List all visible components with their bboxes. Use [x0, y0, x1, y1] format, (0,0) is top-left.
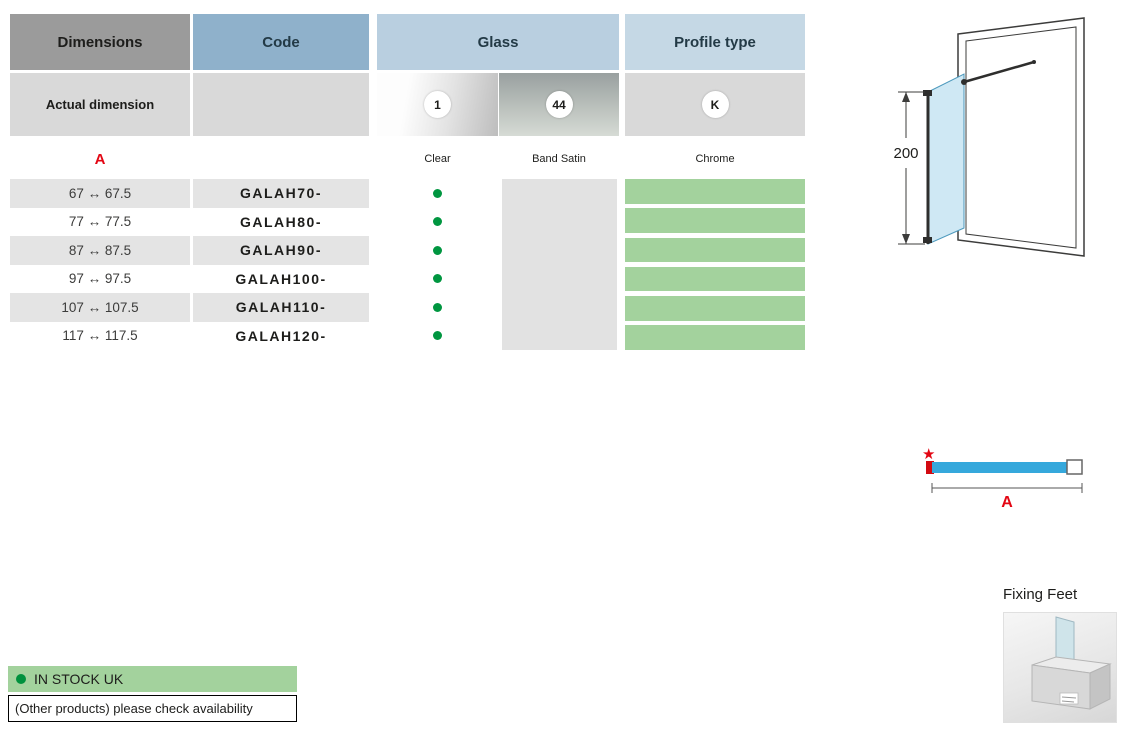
sticker-line: [1061, 696, 1077, 699]
band-satin-availability-block: [502, 179, 617, 350]
availability-dot-row: [377, 293, 498, 322]
green-dot-icon: [433, 245, 442, 255]
header-dimensions: Dimensions: [10, 14, 190, 70]
width-dimension-label: A: [1001, 494, 1013, 511]
profile-option-k-badge: K: [701, 91, 729, 118]
wall-outline-inner: [965, 26, 1077, 249]
profile-chrome-label: Chrome: [695, 153, 735, 165]
green-dot-icon: [433, 217, 442, 227]
stock-bar: [625, 266, 805, 292]
in-stock-label: IN STOCK UK: [34, 671, 124, 687]
bottom-bracket: [923, 237, 932, 243]
header-profile-type: Profile type: [625, 14, 805, 70]
dimension-cell: 67 ↔ 67.5: [10, 179, 190, 208]
arrowhead-up-icon: [902, 92, 910, 102]
dimension-cell: 107 ↔ 107.5: [10, 293, 190, 322]
green-dot-icon: [433, 274, 442, 284]
support-bar-joint: [961, 79, 967, 85]
code-cell: GALAH70-: [193, 179, 369, 208]
in-stock-banner: IN STOCK UK: [8, 666, 297, 692]
dimension-a-label: A: [94, 150, 106, 168]
code-cell: GALAH80-: [239, 213, 322, 230]
end-profile-marker: [1066, 459, 1083, 475]
glass-top-view-bar: [932, 462, 1067, 473]
stock-bar: [625, 325, 805, 350]
foot-label-sticker: [1059, 692, 1079, 705]
header-code: Code: [193, 14, 369, 70]
height-dimension-label: 200: [893, 145, 918, 162]
dimension-cell: 87 ↔ 87.5: [10, 236, 190, 265]
code-cell: GALAH100-: [235, 270, 327, 287]
availability-dot-row: [377, 265, 498, 294]
support-bar-wall-joint: [1032, 60, 1036, 64]
code-cell: GALAH110-: [193, 293, 369, 322]
dimensions-column: 67 ↔ 67.5 77 ↔ 77.5 87 ↔ 87.5 97 ↔ 97.5 …: [10, 179, 190, 350]
green-dot-icon: [433, 302, 442, 312]
stock-bar: [625, 179, 805, 204]
availability-dot-row: [377, 208, 498, 237]
availability-dot-row: [377, 179, 498, 208]
support-bar: [963, 60, 1035, 84]
availability-dot-row: [377, 236, 498, 265]
dimension-cell: 117 ↔ 117.5: [62, 328, 138, 344]
availability-dot-row: [377, 322, 498, 351]
stock-bar: [625, 208, 805, 233]
glass-swatch-clear: 1: [377, 73, 498, 136]
shower-panel-drawing-svg: 200: [893, 17, 1085, 257]
glass-option-44-badge: 44: [545, 91, 573, 118]
top-bracket: [923, 90, 932, 96]
code-cell: GALAH90-: [193, 236, 369, 265]
code-cell: GALAH120-: [235, 327, 327, 344]
width-diagram: ★ A: [912, 443, 1092, 513]
green-dot-icon: [16, 674, 26, 684]
availability-note-text: (Other products) please check availabili…: [15, 701, 253, 716]
profile-swatch-chrome: K: [625, 73, 805, 136]
width-diagram-svg: ★ A: [922, 446, 1083, 511]
chrome-availability-column: [625, 179, 805, 350]
glass-option-1-badge: 1: [424, 91, 451, 118]
stock-bar: [625, 296, 805, 321]
clear-availability-column: [377, 179, 498, 350]
stock-bar: [625, 237, 805, 263]
wall-profile-marker: [926, 461, 934, 474]
glass-swatch-band-satin: 44: [499, 73, 619, 136]
star-icon: ★: [922, 446, 935, 463]
wall-outline-outer: [957, 17, 1085, 257]
fixing-foot-drawing: [1031, 616, 1112, 710]
glass-band-satin-label: Band Satin: [532, 153, 586, 165]
glass-panel: [927, 73, 965, 245]
glass-clear-label: Clear: [424, 153, 451, 165]
foot-side-face: [1089, 663, 1111, 710]
availability-note: (Other products) please check availabili…: [8, 695, 297, 722]
shower-panel-diagram: 200: [878, 6, 1118, 286]
dimension-cell: 77 ↔ 77.5: [68, 214, 132, 230]
green-dot-icon: [433, 331, 442, 341]
sticker-line: [1061, 700, 1075, 703]
dimension-cell: 97 ↔ 97.5: [68, 271, 132, 287]
fixing-feet-photo: [1003, 612, 1117, 723]
fixing-feet-title: Fixing Feet: [1003, 586, 1078, 603]
code-empty-cell: [193, 73, 369, 136]
arrowhead-down-icon: [902, 234, 910, 244]
green-dot-icon: [433, 188, 442, 198]
header-glass: Glass: [377, 14, 619, 70]
actual-dimension-cell: Actual dimension: [10, 73, 190, 136]
code-column: GALAH70- GALAH80- GALAH90- GALAH100- GAL…: [193, 179, 369, 350]
